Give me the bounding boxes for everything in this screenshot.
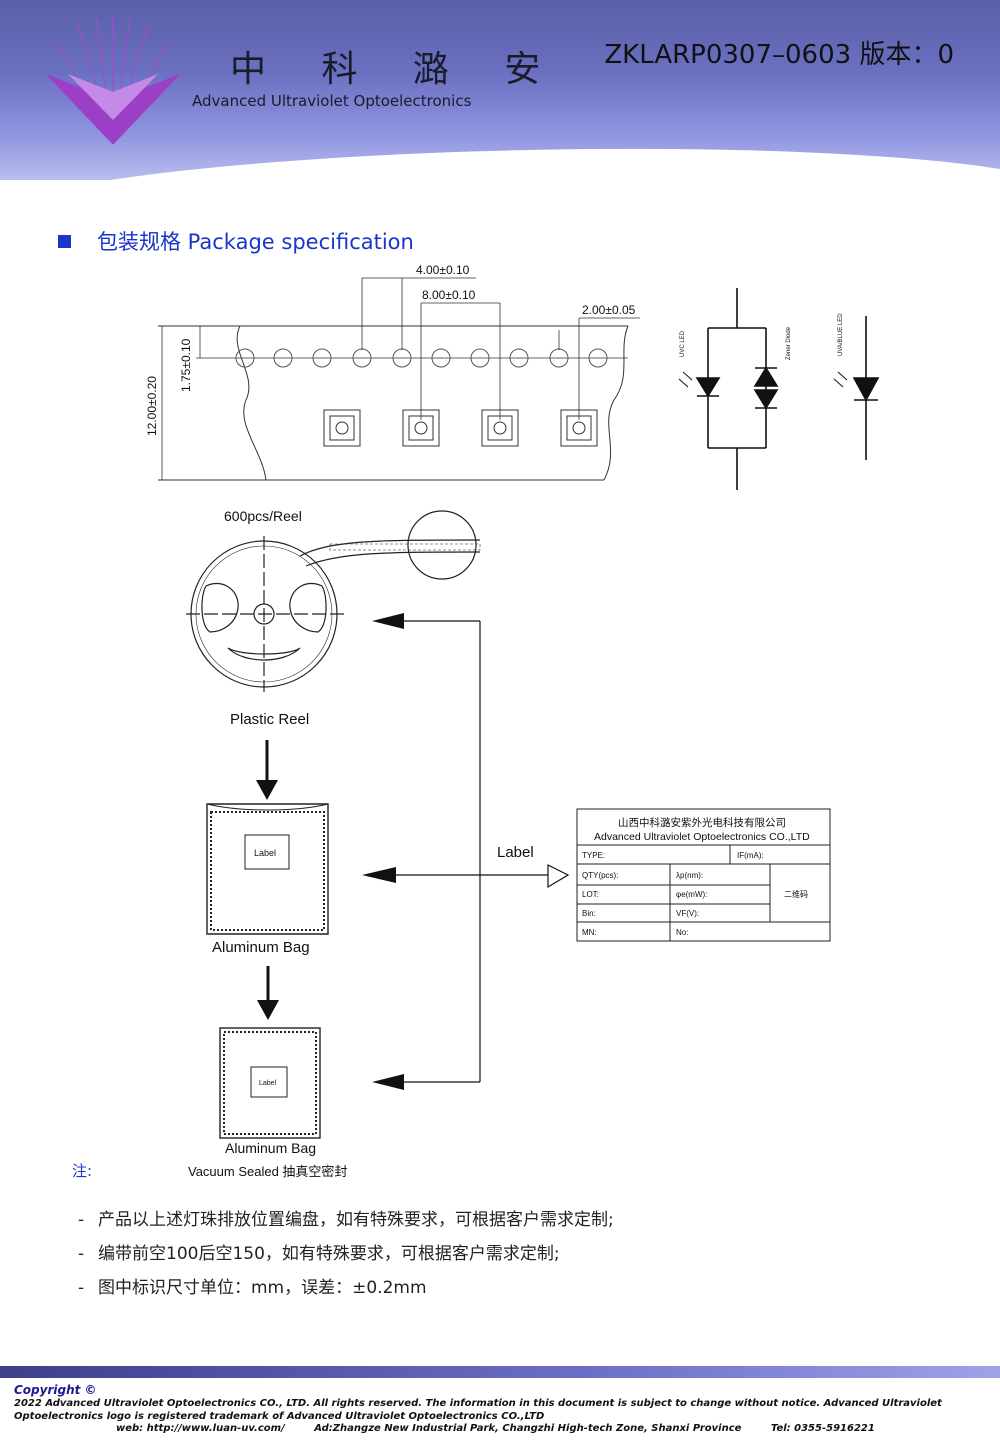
website-link[interactable]: web: http://www.luan-uv.com/	[116, 1423, 285, 1434]
label-type: TYPE:	[582, 851, 605, 860]
bag2-name: Aluminum Bag	[225, 1140, 316, 1156]
label-lot: LOT:	[582, 890, 599, 899]
circuit-diagram	[678, 288, 880, 490]
notes-list: -产品以上述灯珠排放位置编盘，如有特殊要求，可根据客户需求定制; -编带前空10…	[78, 1208, 614, 1310]
label-connector	[395, 620, 548, 1083]
label-qty: QTY(pcs):	[582, 871, 618, 880]
legal-line-2: Optoelectronics logo is registered trade…	[14, 1411, 545, 1422]
package-drawing: 4.00±0.10 8.00±0.10 2.00±0.05 1.75±0.10 …	[145, 263, 880, 1179]
label-mn: MN:	[582, 928, 597, 937]
left-arrow-icon	[372, 1074, 404, 1090]
company-name-en: Advanced Ultraviolet Optoelectronics	[192, 92, 472, 110]
label-arrow-text: Label	[497, 844, 534, 861]
dim-hole-to-pocket: 2.00±0.05	[582, 303, 636, 317]
legal-line-1: 2022 Advanced Ultraviolet Optoelectronic…	[14, 1398, 942, 1409]
contact-line: web: http://www.luan-uv.com/ Ad:Zhangze …	[14, 1423, 994, 1434]
bag2-label-tag: Label	[259, 1080, 277, 1087]
document-code: ZKLARP0307–0603 版本：0	[604, 40, 954, 70]
bag1-label-tag: Label	[254, 848, 276, 858]
square-bullet-icon	[58, 234, 71, 248]
section-title: 包装规格 Package specification	[58, 226, 414, 256]
label-vf: VF(V):	[676, 909, 699, 918]
label-if: IF(mA):	[737, 851, 764, 860]
vacuum-bag-icon	[219, 1027, 321, 1139]
list-item: -图中标识尺寸单位：mm，误差：±0.2mm	[78, 1278, 427, 1298]
dim-hole-pitch: 4.00±0.10	[416, 263, 470, 277]
right-arrow-icon	[547, 864, 570, 889]
tape-pockets	[323, 409, 598, 447]
zener-label: Zener Diode	[786, 326, 792, 360]
label-no: No:	[676, 928, 688, 937]
bag2-description: Vacuum Sealed 抽真空密封	[188, 1164, 347, 1179]
label-card	[576, 808, 831, 942]
label-bin: Bin:	[582, 909, 596, 918]
label-wavelength: λp(nm):	[676, 871, 703, 880]
reel-name: Plastic Reel	[230, 711, 309, 728]
down-arrow-icon	[257, 966, 279, 1020]
reel-qty: 600pcs/Reel	[224, 508, 302, 524]
down-arrow-icon	[256, 740, 278, 800]
left-arrow-icon	[362, 867, 396, 883]
carrier-tape	[158, 277, 640, 481]
aluminum-bag-icon	[206, 803, 329, 935]
page-header: 中 科 潞 安 Advanced Ultraviolet Optoelectro…	[0, 0, 1000, 180]
label-company-en: Advanced Ultraviolet Optoelectronics CO.…	[594, 831, 810, 843]
plastic-reel-icon	[186, 510, 481, 692]
dim-part-pitch: 8.00±0.10	[422, 288, 476, 302]
left-arrow-icon	[372, 613, 404, 629]
company-name-cn: 中 科 潞 安	[230, 49, 563, 90]
uva-led-label: UVA/BLUE LED	[838, 313, 844, 356]
list-item: -产品以上述灯珠排放位置编盘，如有特殊要求，可根据客户需求定制;	[78, 1210, 614, 1230]
telephone: Tel: 0355-5916221	[770, 1423, 875, 1434]
dim-tape-width: 12.00±0.20	[145, 376, 159, 436]
notes-label: 注:	[72, 1162, 93, 1180]
section-title-text: 包装规格 Package specification	[97, 230, 414, 254]
uvc-led-label: UVC LED	[680, 330, 686, 357]
company-logo	[38, 12, 188, 152]
page-footer: Copyright © 2022 Advanced Ultraviolet Op…	[14, 1383, 994, 1434]
label-company-cn: 山西中科潞安紫外光电科技有限公司	[618, 816, 786, 829]
dim-hole-edge: 1.75±0.10	[179, 338, 193, 392]
bag1-name: Aluminum Bag	[212, 939, 310, 956]
label-qr-code: 二维码	[784, 889, 808, 899]
address: Ad:Zhangze New Industrial Park, Changzhi…	[314, 1423, 742, 1434]
label-power: φe(mW):	[676, 890, 707, 899]
copyright: Copyright ©	[14, 1383, 97, 1397]
footer-bar	[0, 1366, 1000, 1378]
list-item: -编带前空100后空150，如有特殊要求，可根据客户需求定制;	[78, 1244, 560, 1264]
